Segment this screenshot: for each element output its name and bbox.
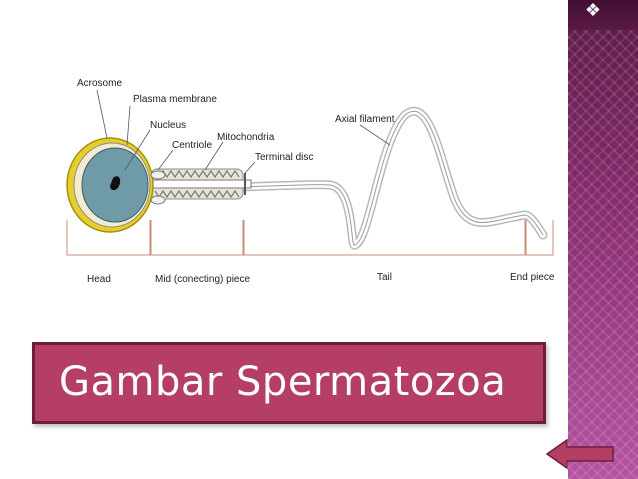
label-tail: Tail [377, 272, 392, 283]
decorative-side-band-top [568, 0, 638, 30]
decorative-side-band [568, 0, 638, 479]
back-button[interactable] [545, 438, 615, 470]
label-plasma-membrane: Plasma membrane [133, 94, 217, 105]
axial-filament-line [239, 111, 544, 246]
section-brackets [66, 220, 554, 256]
label-mitochondria: Mitochondria [217, 132, 275, 143]
bullet-glyph-icon: ❖ [584, 0, 602, 20]
label-nucleus: Nucleus [150, 120, 186, 131]
centriole [150, 170, 166, 180]
spermatozoa-diagram: Acrosome Plasma membrane Nucleus Centrio… [66, 78, 555, 285]
nucleus-granule [110, 176, 121, 191]
label-centriole: Centriole [172, 140, 212, 151]
label-axial-filament: Axial filament [335, 114, 395, 125]
label-terminal-disc: Terminal disc [255, 152, 313, 163]
left-arrow-icon [545, 438, 614, 470]
centriole-lower [150, 195, 166, 205]
label-acrosome: Acrosome [77, 78, 122, 89]
tail-inner [237, 108, 546, 249]
mitochondria-spiral [154, 169, 240, 199]
slide-title: Gambar Spermatozoa [59, 359, 507, 405]
axial-core [150, 179, 252, 189]
label-head: Head [87, 274, 111, 285]
label-end-piece: End piece [510, 272, 555, 283]
title-box: Gambar Spermatozoa [32, 342, 546, 424]
label-mid-piece: Mid (conecting) piece [155, 274, 250, 285]
